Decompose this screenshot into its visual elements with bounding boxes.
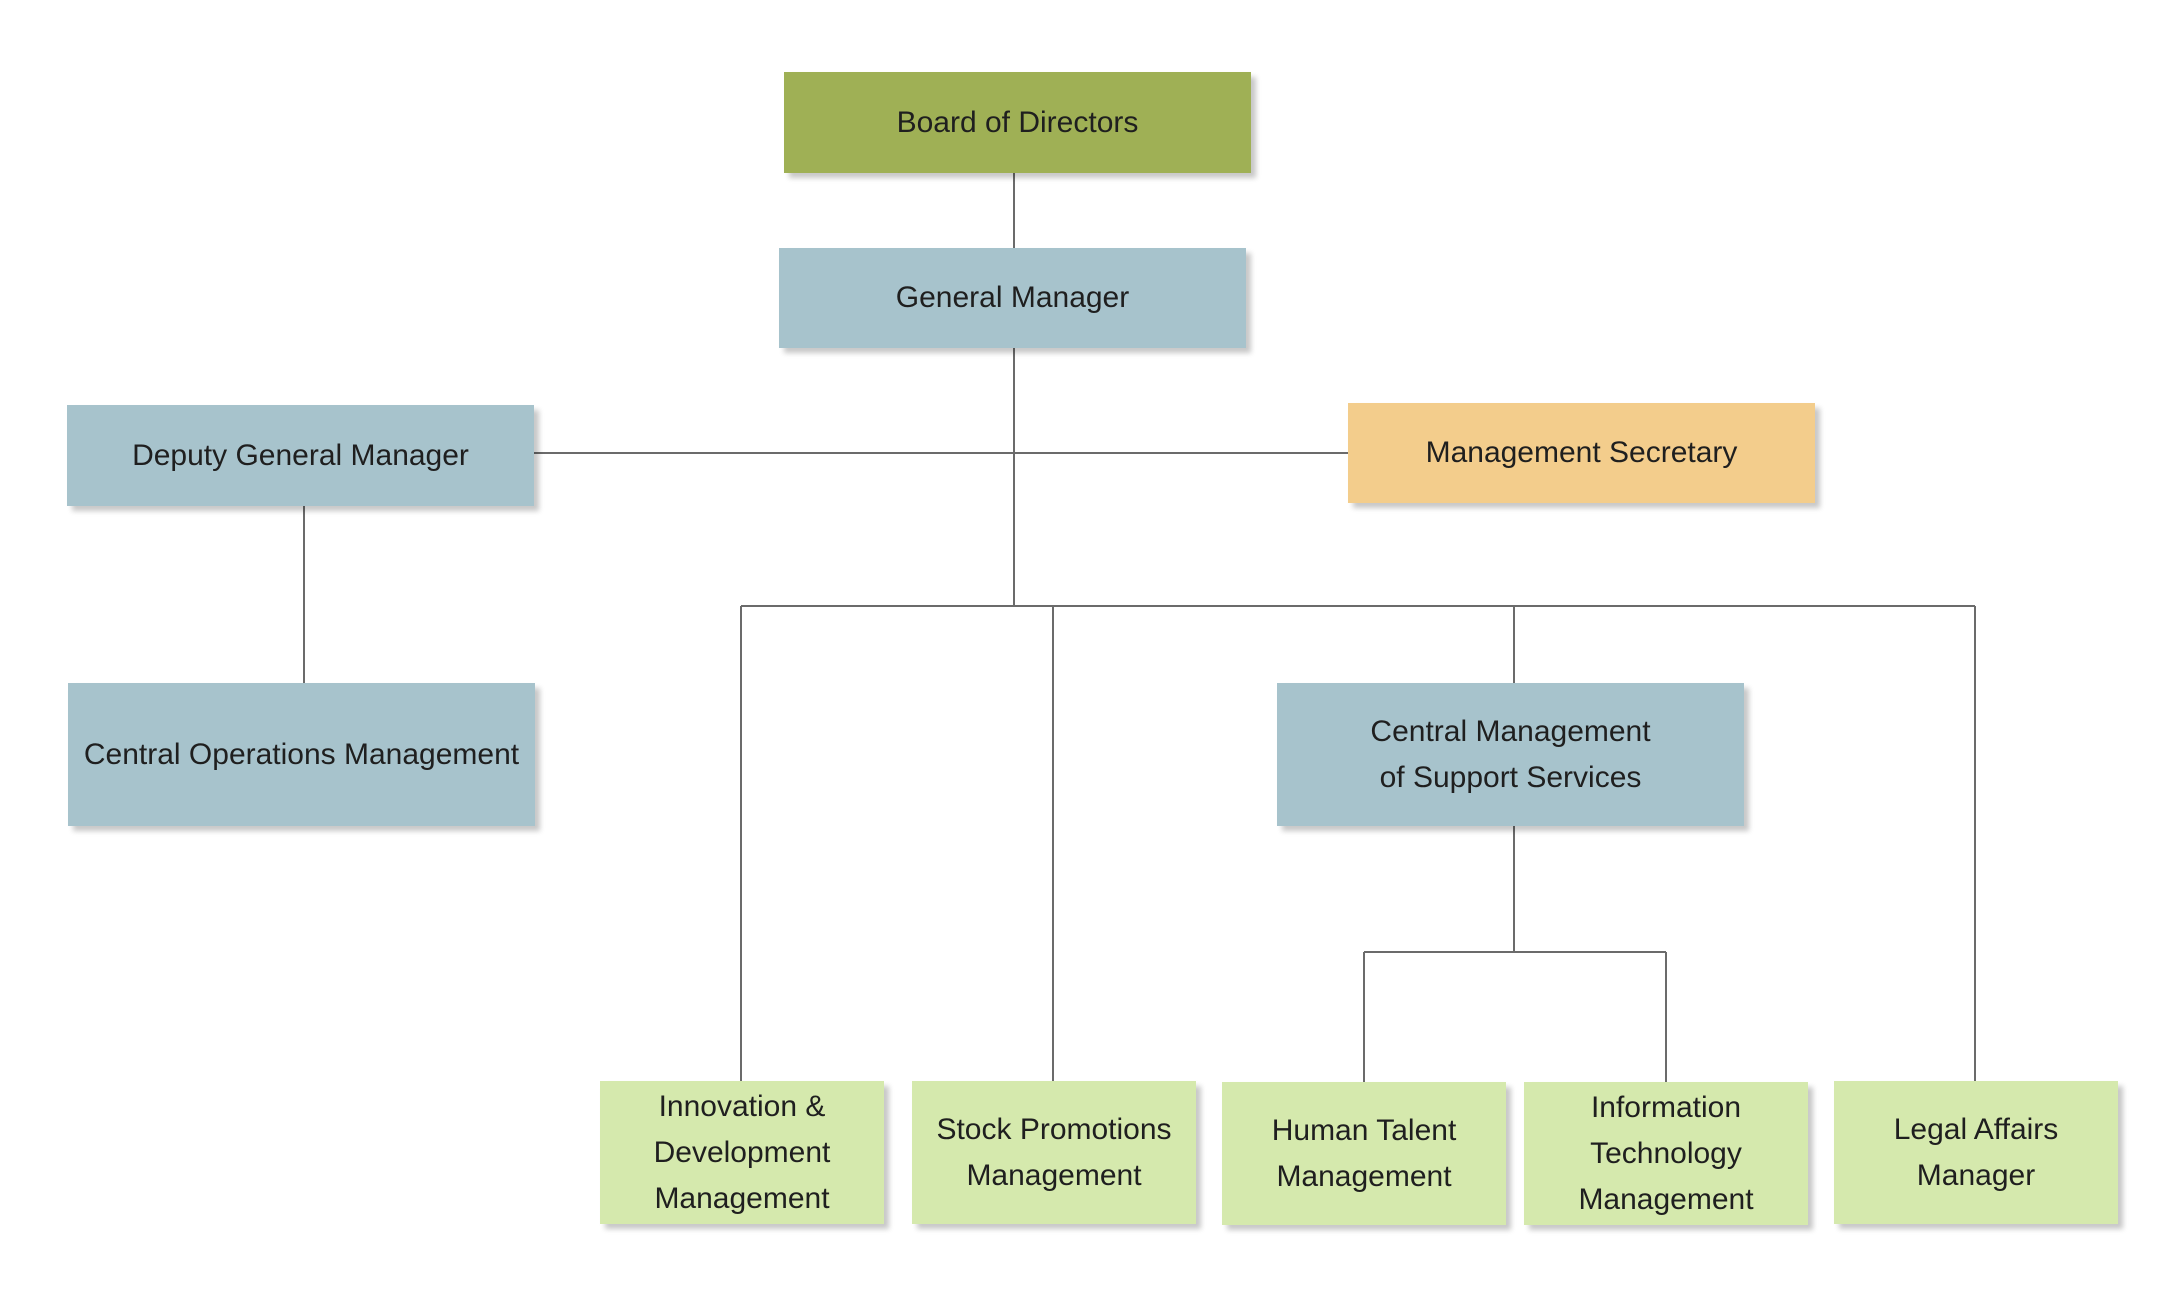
central-operations-management-box: Central Operations Management xyxy=(68,683,535,826)
management-secretary-box: Management Secretary xyxy=(1348,403,1815,503)
general-manager-box: General Manager xyxy=(779,248,1246,348)
stock-promotions-management-box: Stock Promotions Management xyxy=(912,1081,1196,1224)
information-technology-management-box: Information Technology Management xyxy=(1524,1082,1808,1225)
management-secretary-label: Management Secretary xyxy=(1425,436,1738,469)
board-of-directors-label: Board of Directors xyxy=(896,105,1139,139)
information-technology-management-label: Information Technology Management xyxy=(1578,1090,1754,1216)
central-operations-management-label: Central Operations Management xyxy=(83,737,520,771)
central-support-services-box: Central Management of Support Services xyxy=(1277,683,1744,826)
human-talent-management-label: Human Talent Management xyxy=(1271,1113,1457,1193)
board-of-directors-box: Board of Directors xyxy=(784,72,1251,173)
innovation-development-management-box: Innovation & Development Management xyxy=(600,1081,884,1224)
general-manager-label: General Manager xyxy=(895,281,1130,314)
innovation-development-management-label: Innovation & Development Management xyxy=(653,1089,831,1215)
stock-promotions-management-label: Stock Promotions Management xyxy=(936,1112,1172,1192)
legal-affairs-manager-label: Legal Affairs Manager xyxy=(1893,1112,2059,1192)
deputy-general-manager-label: Deputy General Manager xyxy=(132,438,469,472)
legal-affairs-manager-box: Legal Affairs Manager xyxy=(1834,1081,2118,1224)
central-support-services-label: Central Management of Support Services xyxy=(1370,714,1651,794)
human-talent-management-box: Human Talent Management xyxy=(1222,1082,1506,1225)
deputy-general-manager-box: Deputy General Manager xyxy=(67,405,534,506)
